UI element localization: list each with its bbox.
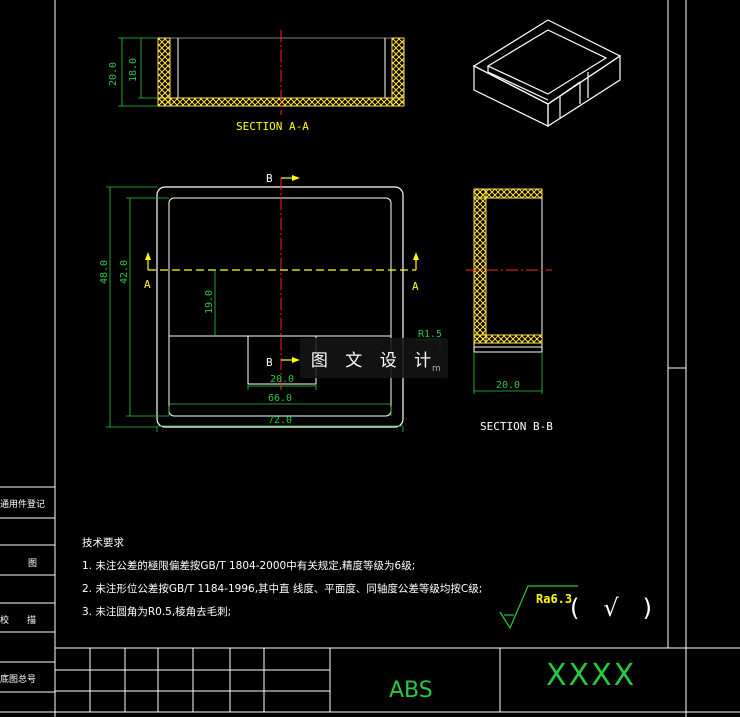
roughness-paren: ( √ ) <box>570 594 653 622</box>
roughness-symbol <box>499 585 578 630</box>
section-bb: 20.0 SECTION B-B <box>466 188 553 433</box>
section-bb-label: SECTION B-B <box>480 420 553 433</box>
section-aa-label: SECTION A-A <box>236 120 309 133</box>
dim-48-0: 48.0 <box>99 260 110 284</box>
section-aa-left-wall <box>157 37 171 107</box>
watermark-text: 图 文 设 计 <box>310 350 438 371</box>
plan-outer-rect <box>156 186 404 428</box>
title-block-name: XXXX <box>546 658 637 693</box>
dim-18-0-aa: 18.0 <box>128 58 139 82</box>
side-cell-3: 校 描 <box>0 616 37 626</box>
notes-line-3: 3. 未注圆角为R0.5,棱角去毛刺; <box>82 606 232 618</box>
section-aa-right-wall <box>391 37 405 107</box>
marker-b-bottom: B <box>266 356 273 369</box>
side-cell-1: 通用件登记 <box>0 500 46 510</box>
marker-b-top: B <box>266 172 273 185</box>
side-cell-2: 图 <box>28 559 38 569</box>
notes-line-1: 1. 未注公差的極限偏差按GB/T 1804-2000中有关规定,精度等级为6级… <box>82 560 416 572</box>
title-block-material: ABS <box>389 678 433 703</box>
plan-inner-rect <box>168 197 392 417</box>
section-bb-bottom <box>473 334 543 344</box>
dim-20-0-bb: 20.0 <box>496 380 520 391</box>
dim-72-0: 72.0 <box>268 415 292 426</box>
watermark-sub: m <box>432 364 441 374</box>
section-aa: 20.0 18.0 SECTION A-A <box>108 30 405 133</box>
isometric-view <box>472 19 622 128</box>
dim-19-0: 19.0 <box>204 290 215 314</box>
roughness-value: Ra6.3 <box>536 592 573 606</box>
radius-label: R1.5 <box>418 329 442 340</box>
technical-notes: 技术要求 1. 未注公差的極限偏差按GB/T 1804-2000中有关规定,精度… <box>82 532 482 624</box>
side-cell-4: 底图总号 <box>0 675 37 685</box>
dim-66-0: 66.0 <box>268 393 292 404</box>
marker-a-right: A <box>412 280 419 293</box>
section-bb-left-wall <box>473 188 487 344</box>
title-block <box>55 647 740 712</box>
dim-20-0-slot: 20.0 <box>270 374 294 385</box>
notes-line-2: 2. 未注形位公差按GB/T 1184-1996,其中直 线度、平面度、同轴度公… <box>82 583 483 595</box>
marker-a-left: A <box>144 278 151 291</box>
plan-view: A A B B 48.0 42.0 19.0 20.0 66.0 72.0 R1… <box>99 172 442 432</box>
notes-title: 技术要求 <box>82 537 124 549</box>
side-table <box>0 486 740 713</box>
dim-20-0-aa: 20.0 <box>108 62 119 86</box>
watermark-box: 图 文 设 计 <box>300 338 448 378</box>
dim-42-0: 42.0 <box>119 260 130 284</box>
